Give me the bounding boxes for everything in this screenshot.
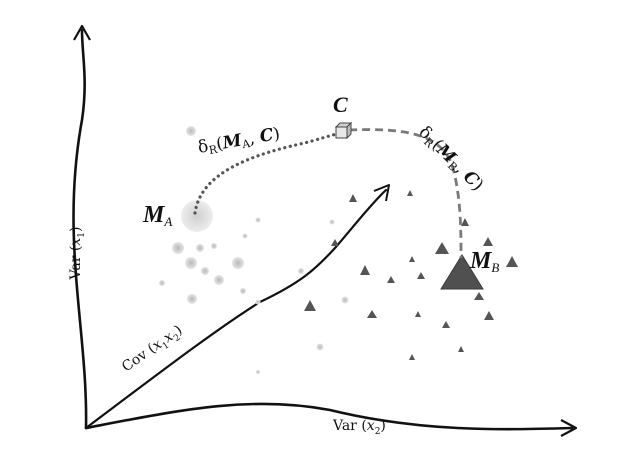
mean-b-label: MB bbox=[469, 248, 499, 275]
triangle-point bbox=[409, 256, 415, 262]
circle-point bbox=[255, 299, 261, 305]
circle-point bbox=[256, 370, 260, 374]
circle-point bbox=[242, 233, 248, 239]
circle-point bbox=[172, 242, 184, 254]
circle-point bbox=[240, 288, 246, 294]
circle-point bbox=[201, 267, 209, 275]
triangle-point bbox=[506, 256, 518, 267]
covariance-arrowhead bbox=[373, 184, 390, 202]
x-axis-label: Var (x2) bbox=[332, 418, 386, 437]
covariance-curve bbox=[84, 188, 388, 430]
triangle-point bbox=[484, 311, 494, 320]
class-a-points bbox=[159, 126, 349, 374]
triangle-point bbox=[409, 354, 415, 360]
triangle-point bbox=[417, 272, 425, 279]
triangle-point bbox=[483, 237, 493, 246]
circle-point bbox=[214, 275, 224, 285]
x-axis-arrowhead bbox=[560, 419, 578, 437]
y-axis bbox=[72, 28, 88, 430]
triangle-point bbox=[304, 300, 316, 311]
triangle-point bbox=[331, 239, 339, 246]
delta-b-label: δR(MB, C) bbox=[414, 122, 488, 196]
triangle-point bbox=[442, 321, 450, 328]
triangle-point bbox=[458, 346, 464, 352]
circle-point bbox=[159, 280, 165, 286]
y-axis-label: Var (x1) bbox=[68, 227, 87, 281]
circle-point bbox=[316, 343, 324, 351]
x-axis bbox=[84, 402, 574, 431]
path-c-to-mb bbox=[348, 128, 463, 259]
triangle-point bbox=[407, 190, 413, 196]
circle-point bbox=[255, 217, 261, 223]
circle-point bbox=[187, 294, 197, 304]
circle-point bbox=[196, 244, 204, 252]
triangle-point bbox=[387, 276, 395, 283]
y-axis-arrowhead bbox=[73, 24, 91, 41]
circle-point bbox=[329, 219, 335, 225]
path-ma-to-c bbox=[193, 131, 344, 215]
triangle-point bbox=[349, 194, 357, 202]
triangle-point bbox=[367, 310, 377, 318]
circle-point bbox=[341, 296, 349, 304]
circle-point bbox=[185, 257, 197, 269]
mean-b-point bbox=[440, 254, 484, 290]
circle-point bbox=[211, 243, 217, 249]
c-cube-icon bbox=[334, 121, 353, 140]
triangle-point bbox=[474, 292, 484, 300]
mean-a-label: MA bbox=[142, 202, 172, 229]
triangle-point bbox=[435, 242, 449, 254]
circle-point bbox=[186, 126, 196, 136]
triangle-point bbox=[415, 311, 421, 317]
triangle-point bbox=[360, 265, 370, 275]
delta-a-label: δR(MA, C) bbox=[196, 124, 281, 159]
mean-a-point bbox=[181, 200, 213, 232]
c-label: C bbox=[333, 92, 348, 117]
triangle-point bbox=[461, 218, 469, 226]
circle-point bbox=[232, 257, 244, 269]
covariance-label: Cov (x1x2) bbox=[119, 322, 187, 378]
circle-point bbox=[298, 268, 304, 274]
class-b-points bbox=[304, 190, 518, 360]
